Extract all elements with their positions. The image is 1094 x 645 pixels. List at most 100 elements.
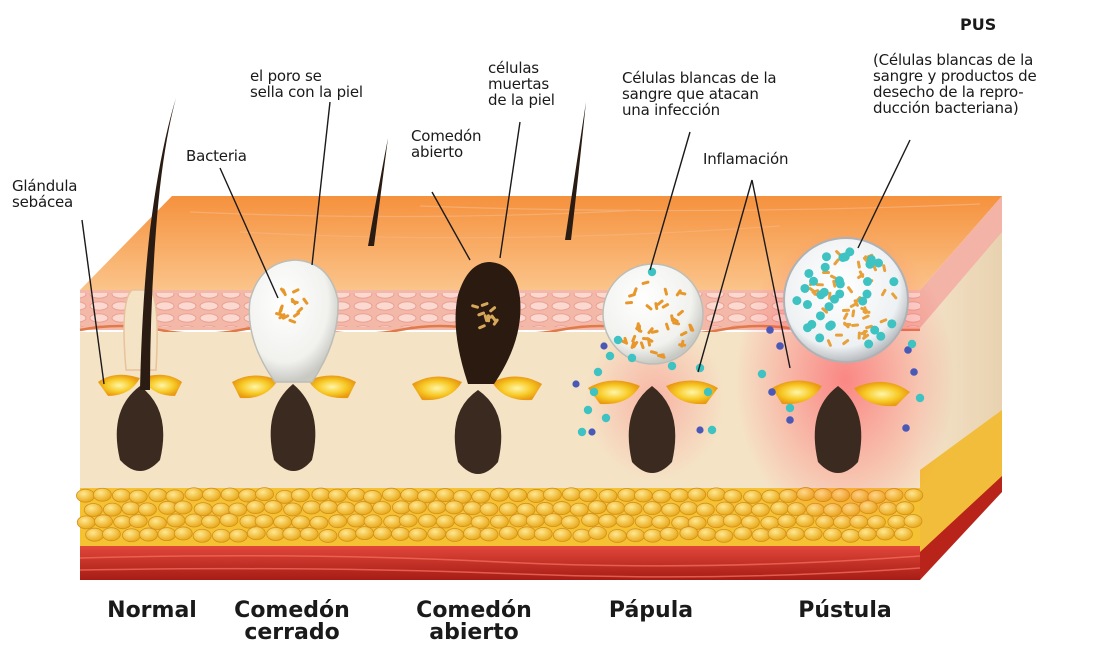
fat-cell — [283, 527, 301, 540]
white-blood-cell — [827, 320, 836, 329]
fat-cell — [510, 514, 528, 527]
fat-cell — [526, 514, 544, 527]
fat-cell — [212, 529, 230, 542]
fat-cell — [185, 514, 203, 527]
fat-cell — [588, 501, 606, 514]
fat-cell — [446, 528, 464, 541]
white-blood-cell — [870, 326, 879, 335]
white-blood-cell — [830, 295, 839, 304]
white-blood-cell — [803, 300, 812, 309]
fat-cell — [490, 515, 508, 528]
fat-cell — [599, 514, 617, 527]
white-blood-cell — [821, 263, 830, 272]
white-blood-cell — [776, 342, 784, 350]
fat-cell — [185, 488, 203, 501]
fat-cell — [480, 528, 498, 541]
fat-cell — [158, 528, 176, 541]
white-blood-cell — [614, 336, 622, 344]
white-blood-cell — [766, 326, 774, 334]
fat-cell — [618, 488, 636, 501]
fat-cell — [624, 502, 642, 515]
fat-cell — [193, 529, 211, 542]
fat-cell — [518, 527, 536, 540]
stage-label-open-comedone: Comedón abierto — [404, 600, 544, 644]
label-sebaceous-gland: Glándula sebácea — [12, 178, 77, 210]
fat-cell — [562, 488, 580, 501]
fat-cell — [904, 515, 922, 528]
fat-cell — [95, 515, 113, 528]
fat-cell — [312, 488, 330, 501]
fat-cell — [102, 528, 120, 541]
fat-cell — [274, 515, 292, 528]
fat-cell — [707, 515, 725, 528]
stage-label-papule: Pápula — [586, 600, 716, 622]
fat-cell — [876, 527, 894, 540]
white-blood-cell — [863, 277, 872, 286]
fat-cell — [303, 501, 321, 514]
white-blood-cell — [864, 340, 873, 349]
fat-cell — [652, 490, 670, 503]
white-blood-cell — [600, 342, 607, 349]
fat-cell — [391, 527, 409, 540]
fat-cell — [635, 515, 653, 528]
fat-cell — [428, 501, 446, 514]
fat-cell — [553, 502, 571, 515]
fat-cell — [480, 503, 498, 516]
fat-cell — [129, 490, 147, 503]
fat-cell — [472, 490, 490, 503]
fat-cell — [194, 503, 212, 516]
white-blood-cell — [824, 302, 833, 311]
white-blood-cell — [800, 284, 809, 293]
bacterium — [835, 334, 843, 337]
fat-cell — [842, 529, 860, 542]
fat-cell — [688, 488, 706, 501]
fat-cell — [122, 502, 140, 515]
fat-cell — [735, 503, 753, 516]
white-blood-cell — [887, 319, 896, 328]
fat-cell — [84, 503, 102, 516]
fat-cell — [436, 489, 454, 502]
fat-cell — [255, 515, 273, 528]
papule-white-sac — [603, 264, 703, 364]
fat-cell — [716, 502, 734, 515]
fat-cell — [300, 528, 318, 541]
fat-cell — [680, 502, 698, 515]
fat-cell — [778, 515, 796, 528]
white-blood-cell — [606, 352, 614, 360]
label-pus-description: (Células blancas de la sangre y producto… — [873, 52, 1037, 116]
fat-cell — [436, 515, 454, 528]
white-blood-cell — [758, 370, 766, 378]
fat-cell — [337, 502, 355, 515]
white-blood-cell — [916, 394, 924, 402]
fat-cell — [76, 489, 94, 502]
fat-cell — [680, 527, 698, 540]
fat-cell — [607, 501, 625, 514]
white-blood-cell — [578, 428, 586, 436]
white-blood-cell — [910, 368, 918, 376]
fat-cell — [202, 488, 220, 501]
bacterium — [842, 309, 850, 312]
stage-label-normal: Normal — [92, 600, 212, 622]
fat-cell — [589, 527, 607, 540]
white-blood-cell — [594, 368, 602, 376]
fat-cell — [527, 489, 545, 502]
fat-cell — [174, 501, 192, 514]
fat-cell — [534, 527, 552, 540]
fat-cell — [401, 488, 419, 501]
fat-cell — [264, 501, 282, 514]
fat-cell — [319, 501, 337, 514]
fat-cell — [373, 527, 391, 540]
fat-cell — [256, 488, 274, 501]
white-blood-cell — [708, 426, 716, 434]
fat-cell — [138, 503, 156, 516]
fat-cell — [408, 501, 426, 514]
fat-cell — [698, 528, 716, 541]
fat-cell — [373, 501, 391, 514]
fat-cell — [220, 514, 238, 527]
fat-cell — [148, 516, 166, 529]
fat-cell — [77, 516, 95, 529]
fat-cell — [499, 503, 517, 516]
fat-cell — [888, 515, 906, 528]
fat-cell — [174, 527, 192, 540]
fat-cell — [338, 528, 356, 541]
